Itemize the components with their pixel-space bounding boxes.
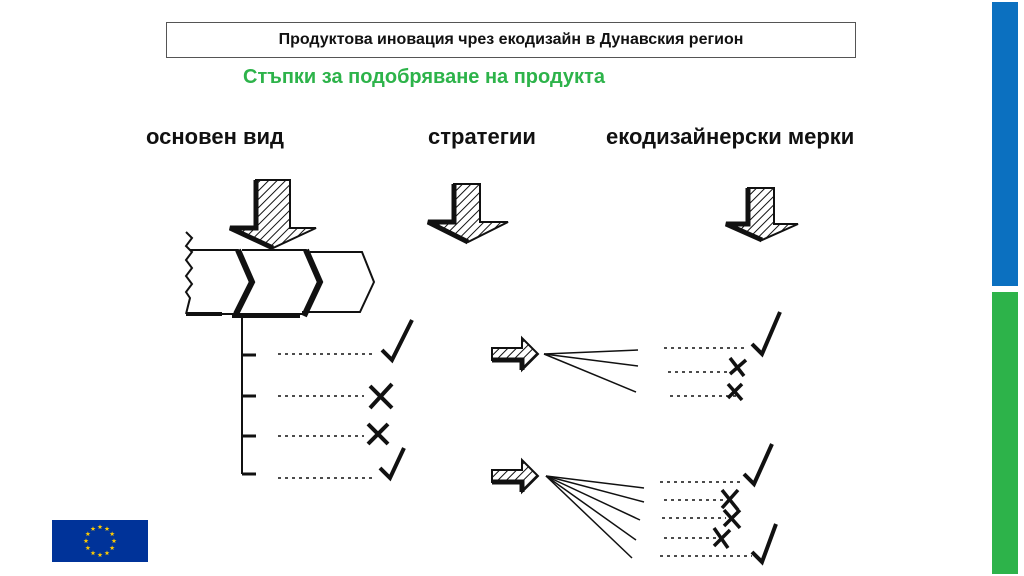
strategy-fan-top bbox=[543, 349, 639, 393]
cross-icon bbox=[726, 382, 744, 402]
column-label-basic: основен вид bbox=[146, 124, 284, 149]
cross-icon bbox=[722, 508, 742, 530]
eu-star bbox=[109, 531, 115, 537]
eu-star bbox=[85, 545, 91, 551]
life-cycle-chevrons bbox=[184, 231, 376, 318]
cross-icon bbox=[368, 382, 394, 410]
down-arrow-icon bbox=[228, 179, 317, 251]
check-icon bbox=[750, 523, 778, 566]
cross-icon bbox=[720, 488, 740, 512]
check-icon bbox=[380, 319, 414, 364]
presentation-title: Продуктова иновация чрез екодизайн в Дун… bbox=[278, 31, 744, 48]
presentation-title-box: Продуктова иновация чрез екодизайн в Дун… bbox=[166, 22, 856, 58]
eu-flag-icon bbox=[52, 520, 148, 562]
column-label-strategies: стратегии bbox=[428, 124, 536, 149]
column-label-measures: екодизайнерски мерки bbox=[606, 124, 855, 149]
check-icon bbox=[742, 443, 774, 488]
criteria-tree bbox=[241, 318, 376, 479]
eu-star bbox=[111, 538, 117, 544]
slide-subtitle: Стъпки за подобряване на продукта bbox=[243, 66, 605, 88]
right-arrow-icon bbox=[491, 335, 540, 373]
down-arrow-icon bbox=[426, 183, 509, 245]
side-bar-blue bbox=[992, 2, 1018, 286]
check-icon bbox=[378, 447, 406, 482]
side-bar-green bbox=[992, 292, 1018, 574]
eu-star bbox=[83, 538, 89, 544]
eu-star bbox=[97, 552, 103, 558]
eu-star bbox=[109, 545, 115, 551]
right-arrow-icon bbox=[491, 457, 540, 495]
down-arrow-icon bbox=[724, 187, 799, 243]
strategy-fan-bottom bbox=[545, 475, 645, 559]
cross-icon bbox=[728, 356, 748, 378]
measures-lines bbox=[660, 347, 752, 557]
cross-icon bbox=[712, 526, 732, 550]
cross-icon bbox=[366, 422, 390, 446]
check-icon bbox=[750, 311, 782, 358]
eu-star bbox=[90, 526, 96, 531]
eu-star bbox=[104, 550, 110, 556]
eu-star bbox=[97, 524, 103, 530]
eu-star bbox=[104, 526, 110, 531]
eu-star bbox=[90, 550, 96, 556]
eu-star bbox=[85, 531, 91, 537]
